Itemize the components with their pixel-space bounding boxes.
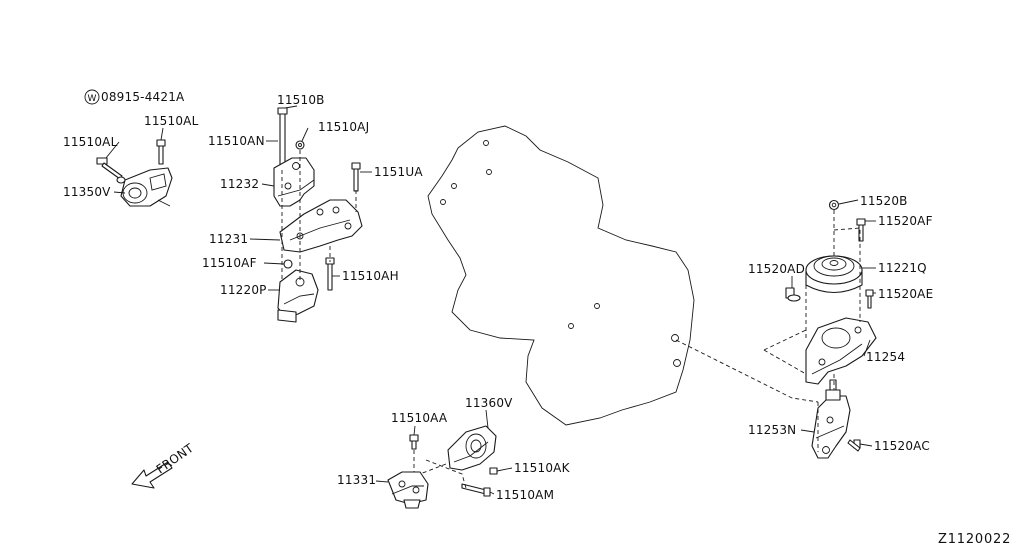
label-11510af-left: 11510AF [202,256,257,270]
label-11520ac: 11520AC [874,439,930,453]
bolt-11510aa [409,434,419,450]
label-11510ak: 11510AK [514,461,571,475]
stack-guide-right-d [763,329,807,351]
insulator-11221q [805,255,863,294]
bolt-11520ad [785,287,801,302]
bracket-11254 [805,317,877,385]
bolt-11510an [277,107,288,171]
label-11360v: 11360V [465,396,513,410]
label-11510aa: 11510AA [391,411,448,425]
bracket-11331 [387,471,429,509]
bracket-11231 [279,199,363,253]
nut-11520b [828,199,840,211]
label-11510an: 11510AN [208,134,265,148]
bolt-11510al-top [156,139,166,165]
alignment-line-rh [675,339,819,403]
label-11232: 11232 [220,177,259,191]
label-11520ae: 11520AE [878,287,933,301]
part-labels: 08915-4421A 11510AL 11510AL 11350V 11510… [63,90,933,502]
mount-11350v [120,167,173,207]
label-11510ah: 11510AH [342,269,399,283]
bolt-11520ae [865,289,874,309]
rod-11360v [447,425,497,471]
washer-symbol-icon: W [84,89,100,105]
bracket-11253n [811,379,851,459]
washer-08915 [116,176,126,184]
stack-guide-lower-c [419,463,447,475]
nut-11510af-left [283,259,293,269]
engine-outline [427,125,695,426]
label-11510am: 11510AM [496,488,554,502]
label-11331: 11331 [337,473,376,487]
stack-guide-right-b [833,227,861,322]
front-label: FRONT [154,441,197,477]
label-11231: 11231 [209,232,248,246]
stack-guide-right-e [763,349,807,375]
leader-lines [105,105,876,495]
label-11510al-left: 11510AL [63,135,118,149]
bolt-11510ah [325,257,335,291]
label-08915-4421a: 08915-4421A [101,90,185,104]
bolt-11520af [856,218,866,242]
stack-guide-lower-b [425,459,467,489]
label-1151ua: 1151UA [374,165,423,179]
label-11510b: 11510B [277,93,325,107]
diagram-ref: Z1120022 [938,532,1011,547]
label-11221q: 11221Q [878,261,927,275]
label-11520b: 11520B [860,194,908,208]
bolt-1151ua [351,162,361,192]
bolt-11520ac [847,439,861,452]
bolt-11510al-left [96,157,123,180]
bolt-11510ak [489,467,498,475]
mount-11220p [277,269,319,323]
bracket-11232 [273,157,315,207]
label-11253n: 11253N [748,423,796,437]
label-11220p: 11220P [220,283,267,297]
label-11254: 11254 [866,350,905,364]
washer-symbol-text: W [87,94,96,104]
label-11520af: 11520AF [878,214,933,228]
label-11510al-top: 11510AL [144,114,199,128]
label-11510aj: 11510AJ [318,120,369,134]
front-arrow-icon [131,461,173,489]
bolt-11510am [461,483,491,497]
label-11350v: 11350V [63,185,111,199]
nut-11510aj [295,140,305,150]
label-11520ad: 11520AD [748,262,805,276]
